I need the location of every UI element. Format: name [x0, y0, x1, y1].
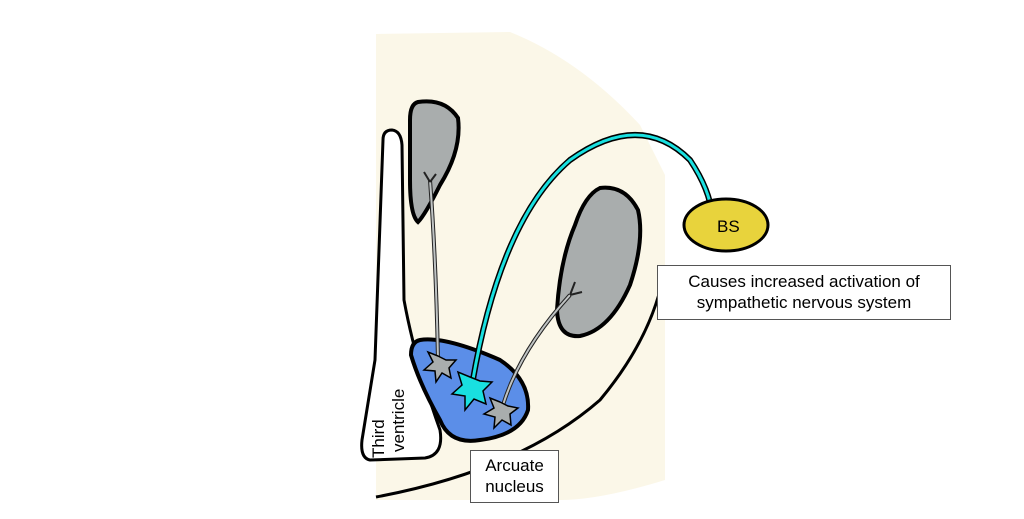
upper-gray-nucleus	[408, 99, 461, 225]
caption-line1: Causes increased activation of	[688, 272, 920, 291]
right-gray-nucleus	[554, 185, 643, 339]
ventral-border	[375, 277, 665, 499]
cyan-neuron	[450, 370, 494, 413]
brainstem-label: BS	[717, 217, 740, 236]
caption-line2: sympathetic nervous system	[696, 293, 912, 312]
third-ventricle-label-line2: ventricle	[389, 389, 408, 452]
terminal-upper	[423, 171, 437, 183]
caption-box: Causes increased activation of sympathet…	[657, 265, 951, 320]
arcuate-nucleus-label-box: Arcuate nucleus	[470, 450, 559, 503]
arcuate-label-line2: nucleus	[485, 477, 544, 496]
gray-neuron-2	[482, 396, 520, 430]
terminal-right	[569, 281, 583, 296]
gray-neuron-1	[422, 350, 458, 385]
arcuate-label-line1: Arcuate	[485, 456, 544, 475]
third-ventricle-label-line1: Third	[369, 419, 388, 458]
brainstem	[682, 197, 770, 253]
